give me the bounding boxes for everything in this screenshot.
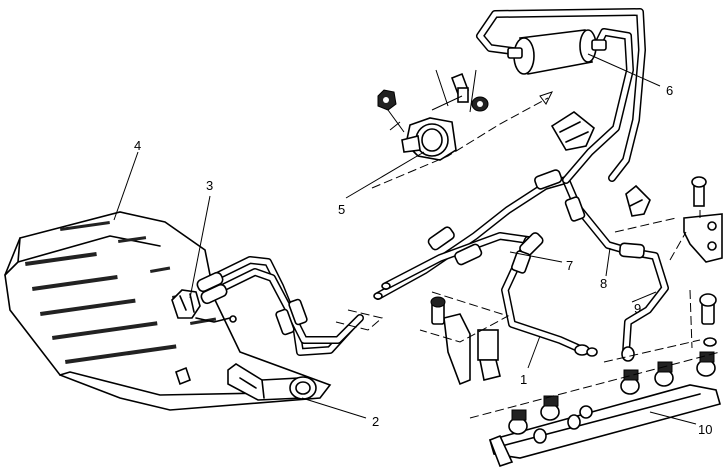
tank-fuel-pipes (196, 256, 384, 356)
filter-feed-lines (476, 8, 646, 184)
callout-labels: 1 2 3 4 5 6 7 8 9 10 (134, 83, 712, 437)
main-fuel-lines (373, 169, 570, 300)
callout-9: 9 (634, 301, 641, 316)
tank-bracket (175, 366, 191, 386)
fuel-tank (4, 211, 332, 411)
filler-neck (227, 363, 317, 401)
callout-7: 7 (566, 258, 573, 273)
callout-6: 6 (666, 83, 673, 98)
central-mount-bracket (419, 291, 510, 386)
right-brackets (614, 176, 723, 263)
callout-3: 3 (206, 178, 213, 193)
callout-8: 8 (600, 276, 607, 291)
pipe-clip (550, 111, 595, 151)
fuel-injectors (508, 351, 716, 444)
fuel-filter (507, 29, 607, 75)
callout-4: 4 (134, 138, 141, 153)
fuel-rail (469, 289, 721, 468)
callout-10: 10 (698, 422, 712, 437)
pipe-8-9 (562, 176, 669, 362)
leader-lines (113, 53, 697, 425)
callout-5: 5 (338, 202, 345, 217)
callout-2: 2 (372, 414, 379, 429)
fuel-sender-unit (171, 289, 237, 323)
callout-1: 1 (520, 372, 527, 387)
filter-clamp (371, 69, 553, 189)
pipe-7 (501, 232, 598, 357)
